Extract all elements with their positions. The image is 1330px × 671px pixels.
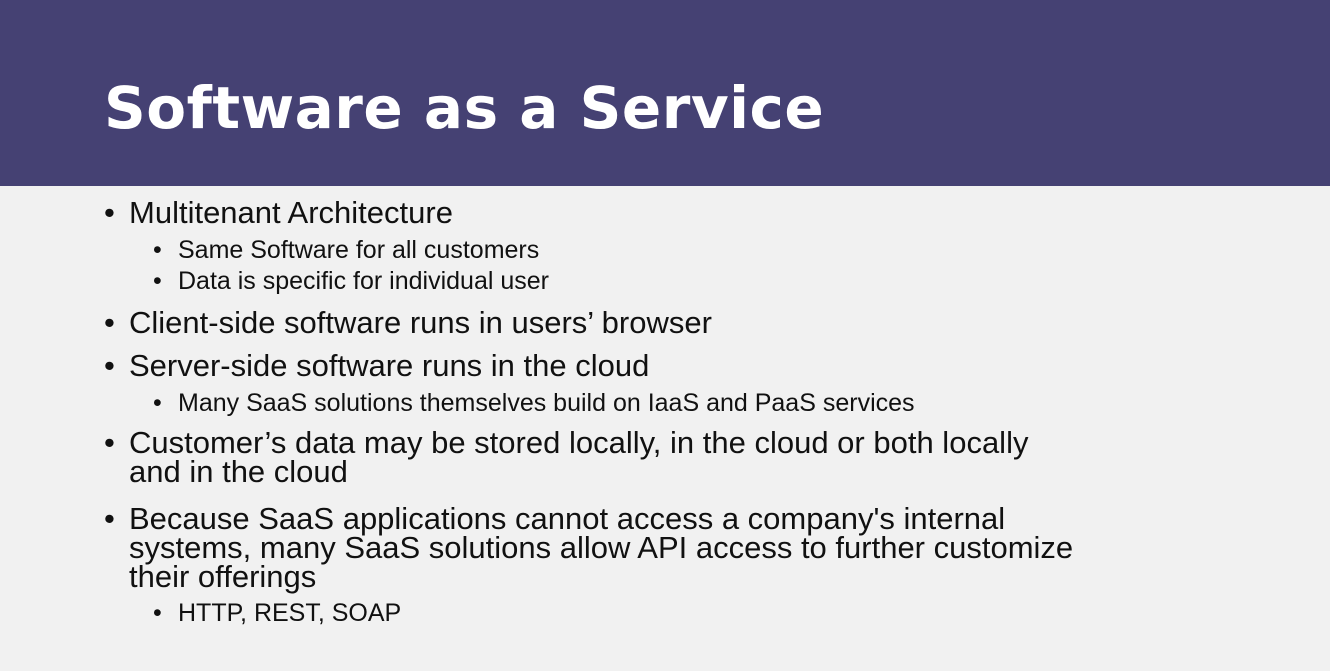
subbullet-data-specific: • Data is specific for individual user: [153, 266, 549, 296]
bullet-multitenant: • Multitenant Architecture: [104, 195, 453, 230]
subbullet-same-software: • Same Software for all customers: [153, 235, 539, 265]
subbullet-iaas-paas: • Many SaaS solutions themselves build on…: [153, 388, 915, 418]
bullet-text: Customer’s data may be stored locally, i…: [129, 425, 1029, 489]
bullet-icon: •: [104, 348, 115, 383]
bullet-text: Because SaaS applications cannot access …: [129, 501, 1074, 594]
subbullet-icon: •: [153, 389, 162, 417]
subbullet-text: Many SaaS solutions themselves build on …: [178, 389, 915, 417]
subbullet-text: Same Software for all customers: [178, 236, 540, 264]
bullet-text-line: systems, many SaaS solutions allow API a…: [129, 530, 1074, 565]
subbullet-text: HTTP, REST, SOAP: [178, 599, 402, 627]
bullet-text-line: Customer’s data may be stored locally, i…: [129, 425, 1029, 460]
bullet-icon: •: [104, 501, 115, 536]
bullet-text: Server-side software runs in the cloud: [129, 348, 650, 383]
subbullet-protocols: • HTTP, REST, SOAP: [153, 598, 401, 628]
bullet-text-line: Because SaaS applications cannot access …: [129, 501, 1006, 536]
bullet-icon: •: [104, 195, 115, 230]
bullet-client-side: • Client-side software runs in users’ bro…: [104, 305, 712, 340]
bullet-icon: •: [104, 425, 115, 460]
bullet-icon: •: [104, 305, 115, 340]
subbullet-icon: •: [153, 599, 162, 627]
subbullet-text: Data is specific for individual user: [178, 267, 549, 295]
title-bar: Software as a Service: [0, 0, 1330, 186]
bullet-customer-data: • Customer’s data may be stored locally, …: [104, 425, 1029, 489]
bullet-api-access: • Because SaaS applications cannot access…: [104, 501, 1074, 594]
bullet-text: Multitenant Architecture: [129, 195, 453, 230]
subbullet-icon: •: [153, 267, 162, 295]
bullet-text-line: and in the cloud: [129, 454, 348, 489]
bullet-text: Client-side software runs in users’ brow…: [129, 305, 712, 340]
slide-title: Software as a Service: [104, 74, 825, 142]
subbullet-icon: •: [153, 236, 162, 264]
bullet-text-line: their offerings: [129, 559, 317, 594]
bullet-server-side: • Server-side software runs in the cloud: [104, 348, 650, 383]
